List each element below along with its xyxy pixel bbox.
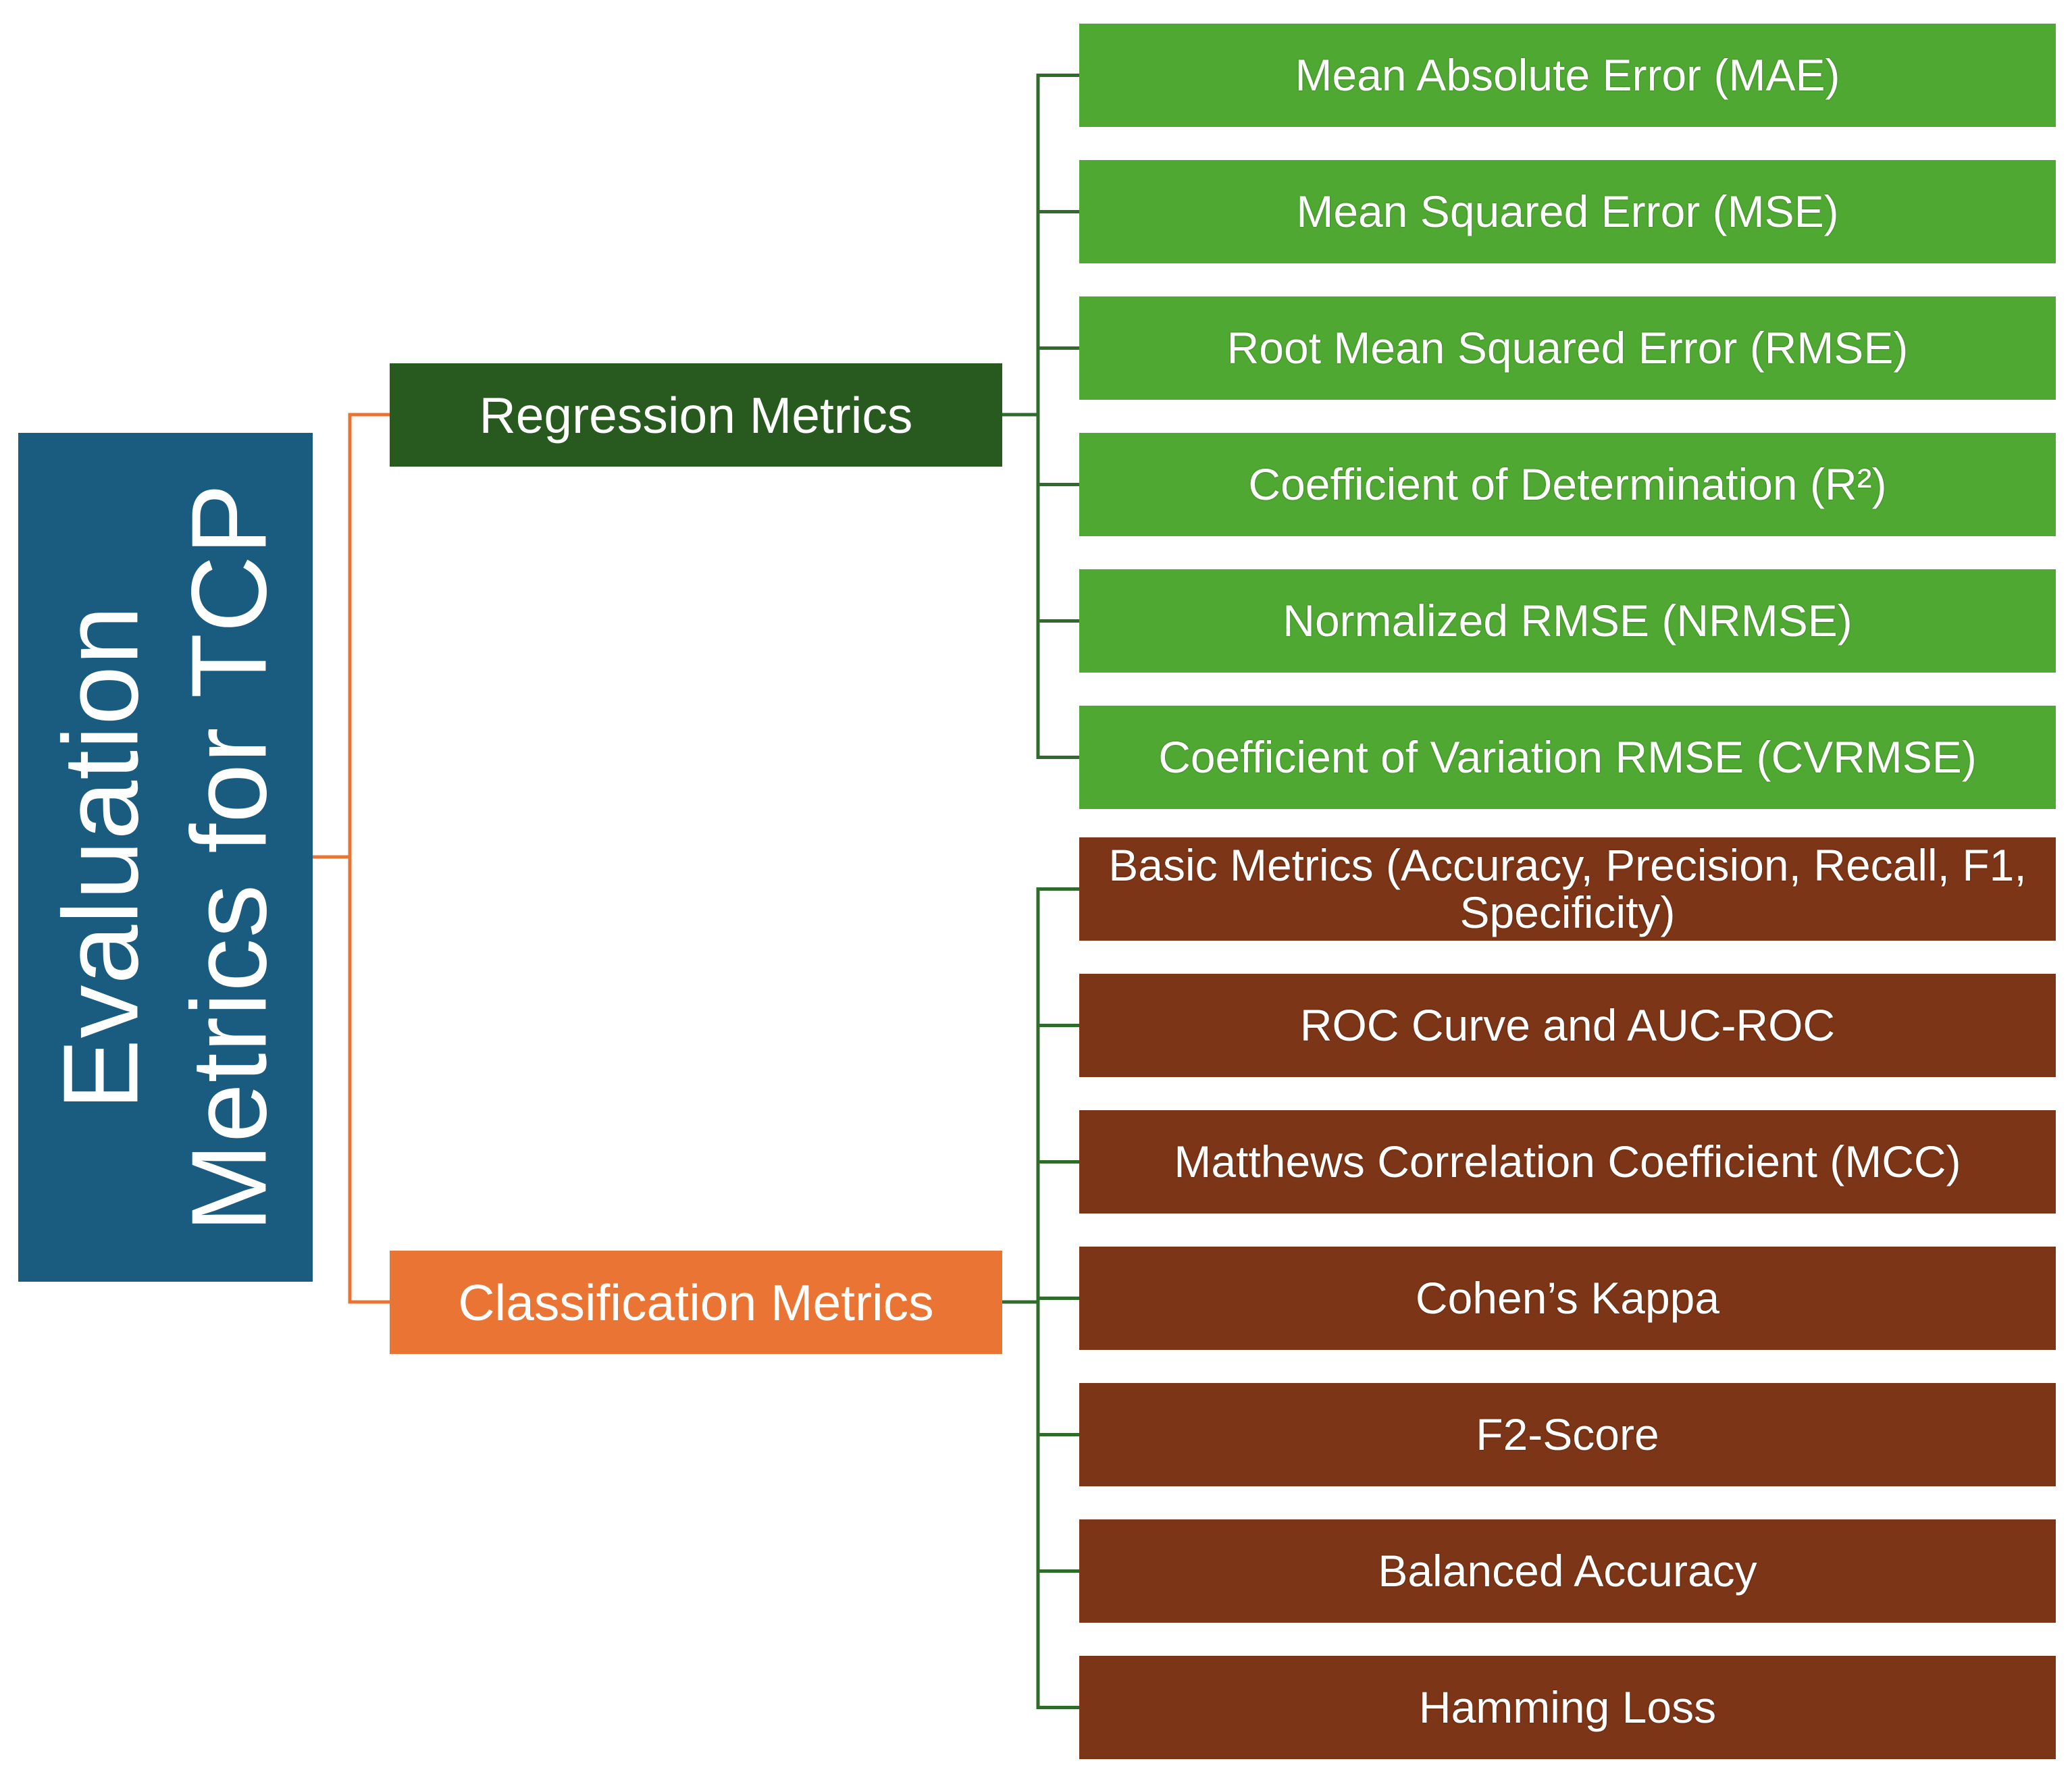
metric-item-label: Root Mean Squared Error (RMSE): [1226, 322, 1909, 373]
metric-item-label: Mean Absolute Error (MAE): [1295, 49, 1840, 100]
metric-item-label: Mean Squared Error (MSE): [1296, 186, 1839, 236]
metric-item-regression: Mean Absolute Error (MAE): [1079, 24, 2056, 127]
root-node: Evaluation Metrics for TCP: [18, 433, 313, 1282]
metric-item-regression: Coefficient of Variation RMSE (CVRMSE): [1079, 706, 2056, 809]
metric-item-classification: Basic Metrics (Accuracy, Precision, Reca…: [1079, 837, 2056, 941]
category-regression-metrics: Regression Metrics: [390, 363, 1002, 467]
metric-item-regression: Root Mean Squared Error (RMSE): [1079, 296, 2056, 400]
metric-item-regression: Coefficient of Determination (R²): [1079, 433, 2056, 536]
metric-item-classification: Hamming Loss: [1079, 1656, 2056, 1759]
root-title: Evaluation Metrics for TCP: [41, 482, 288, 1232]
metric-item-label: Cohen’s Kappa: [1415, 1272, 1720, 1323]
metric-item-classification: Balanced Accuracy: [1079, 1519, 2056, 1623]
metric-item-label: Coefficient of Variation RMSE (CVRMSE): [1158, 731, 1977, 782]
metric-item-regression: Mean Squared Error (MSE): [1079, 160, 2056, 263]
category-classification-metrics: Classification Metrics: [390, 1251, 1002, 1354]
metric-item-label: Normalized RMSE (NRMSE): [1283, 595, 1853, 646]
metric-item-classification: ROC Curve and AUC-ROC: [1079, 974, 2056, 1077]
metric-item-label: ROC Curve and AUC-ROC: [1299, 999, 1836, 1050]
metric-item-label: F2-Score: [1476, 1409, 1659, 1459]
metric-item-regression: Normalized RMSE (NRMSE): [1079, 569, 2056, 673]
metric-item-label: Matthews Correlation Coefficient (MCC): [1174, 1136, 1961, 1186]
metric-item-label: Balanced Accuracy: [1378, 1545, 1757, 1596]
category-label: Regression Metrics: [479, 386, 913, 444]
category-label: Classification Metrics: [458, 1274, 934, 1331]
metric-item-classification: F2-Score: [1079, 1383, 2056, 1486]
metric-item-classification: Matthews Correlation Coefficient (MCC): [1079, 1110, 2056, 1214]
metric-item-label: Coefficient of Determination (R²): [1248, 459, 1887, 509]
metric-item-classification: Cohen’s Kappa: [1079, 1247, 2056, 1350]
metric-item-label: Hamming Loss: [1418, 1681, 1717, 1732]
metric-item-label: Basic Metrics (Accuracy, Precision, Reca…: [1108, 840, 2027, 937]
